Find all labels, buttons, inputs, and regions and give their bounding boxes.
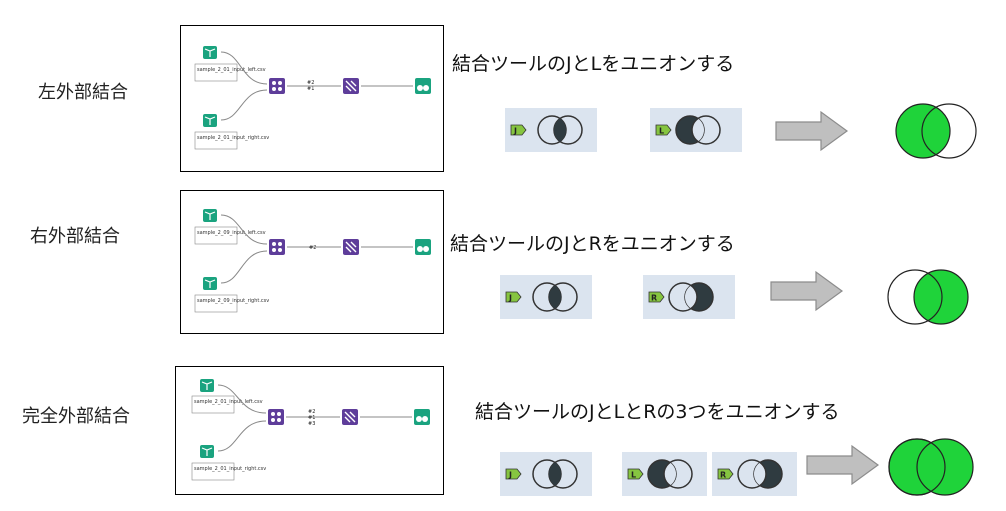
result-arrow	[806, 444, 880, 486]
workflow-screenshot-full-outer: sample_2_01_input_left.csv sample_2_01_i…	[175, 366, 444, 495]
join-anchor-label: #2	[307, 80, 314, 86]
file-name-bottom: sample_2_01_input_right.csv	[197, 135, 269, 141]
svg-text:J: J	[508, 471, 512, 480]
union-tool-icon	[342, 409, 358, 425]
row-description: 結合ツールのJとRをユニオンする	[450, 233, 735, 255]
browse-tool-icon	[415, 239, 431, 255]
input-data-icon	[203, 46, 217, 59]
join-anchor-label: #2	[308, 409, 315, 415]
join-output-anchor-r: R	[712, 452, 797, 496]
join-anchor-label: #2	[309, 245, 316, 251]
join-output-anchor-j: J	[500, 452, 592, 496]
join-anchor-label: #1	[307, 86, 314, 92]
row-label-right-outer: 右外部結合	[30, 226, 120, 247]
result-venn-right	[887, 269, 969, 325]
input-data-icon	[203, 277, 217, 290]
join-output-anchor-l: L	[650, 108, 742, 152]
input-data-icon	[203, 209, 217, 222]
join-tool-icon	[269, 239, 285, 255]
row-label-left-outer: 左外部結合	[38, 82, 128, 103]
svg-text:L: L	[631, 471, 636, 480]
svg-text:J: J	[508, 294, 512, 303]
file-name-bottom: sample_2_09_input_right.csv	[197, 298, 269, 304]
browse-tool-icon	[415, 78, 431, 94]
result-arrow	[775, 110, 849, 152]
input-data-icon	[203, 114, 217, 127]
join-anchor-label: #3	[308, 421, 315, 427]
file-name-bottom: sample_2_01_input_right.csv	[194, 466, 266, 472]
result-venn-left	[895, 103, 977, 159]
row-description: 結合ツールのJとLをユニオンする	[452, 53, 735, 75]
svg-text:R: R	[720, 471, 726, 480]
result-venn-full	[888, 438, 974, 496]
input-data-icon	[200, 379, 214, 392]
join-output-anchor-l: L	[622, 452, 707, 496]
result-arrow	[770, 270, 844, 312]
join-anchor-label: #1	[308, 415, 315, 421]
input-data-icon	[200, 445, 214, 458]
file-name-top: sample_2_09_input_left.csv	[197, 230, 266, 236]
workflow-screenshot-left-outer: sample_2_01_input_left.csv sample_2_01_i…	[180, 25, 444, 172]
workflow-screenshot-right-outer: sample_2_09_input_left.csv sample_2_09_i…	[180, 190, 444, 334]
svg-text:J: J	[513, 127, 517, 136]
file-name-top: sample_2_01_input_left.csv	[197, 67, 266, 73]
union-tool-icon	[343, 78, 359, 94]
join-tool-icon	[268, 409, 284, 425]
row-description: 結合ツールのJとLとRの3つをユニオンする	[475, 401, 840, 423]
join-output-anchor-j: J	[500, 275, 592, 319]
row-label-full-outer: 完全外部結合	[22, 406, 130, 427]
union-tool-icon	[343, 239, 359, 255]
svg-text:L: L	[659, 127, 664, 136]
svg-text:R: R	[651, 294, 657, 303]
file-name-top: sample_2_01_input_left.csv	[194, 399, 263, 405]
join-tool-icon	[269, 78, 285, 94]
join-output-anchor-j: J	[505, 108, 597, 152]
join-output-anchor-r: R	[643, 275, 735, 319]
browse-tool-icon	[414, 409, 430, 425]
